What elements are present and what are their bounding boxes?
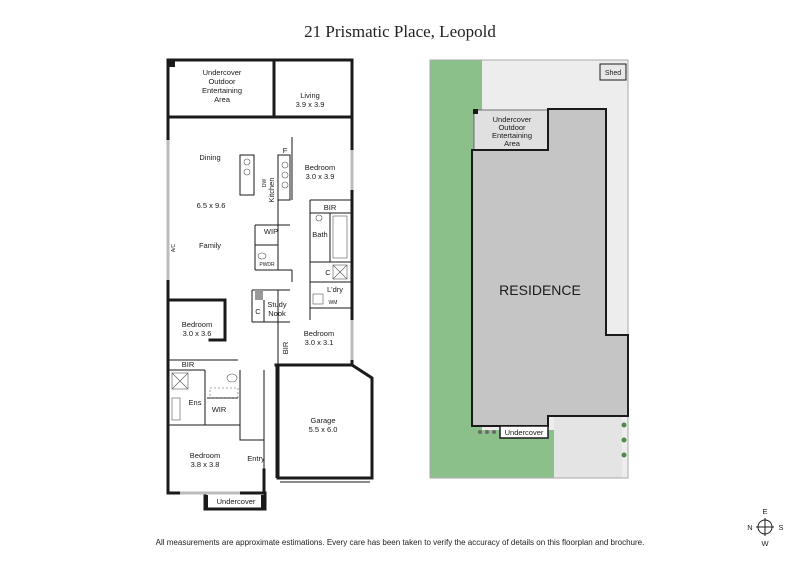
dw-label: DW [262,179,268,188]
outdoor-label-2: Outdoor [208,77,236,86]
undercover-label: Undercover [217,497,256,506]
dining-size: 6.5 x 9.6 [197,201,226,210]
site-outdoor-label-3: Entertaining [492,131,532,140]
bir-ne-label: BIR [324,203,337,212]
bir-mid-label: BIR [281,341,290,354]
page-title: 21 Prismatic Place, Leopold [304,22,496,41]
undercover-porch [499,425,549,439]
lot-boundary [429,59,629,479]
outdoor-label-4: Area [214,95,231,104]
bedroom-mid-label: Bedroom [304,329,334,338]
compass-w: W [761,539,769,548]
driveway [554,416,622,478]
undercover-outdoor-area [473,109,549,151]
disclaimer-text: All measurements are approximate estimat… [155,538,645,547]
bedroom-master-label: Bedroom [190,451,220,460]
garage-size: 5.5 x 6.0 [309,425,338,434]
kitchen-label: Kitchen [267,177,276,202]
site-undercover-label: Undercover [505,428,544,437]
shed-label: Shed [605,70,621,77]
ensuite-label: Ens [189,398,202,407]
laundry-label: L'dry [327,285,343,294]
compass-n: N [747,523,752,532]
wip-label: WIP [264,227,278,236]
bedroom-w-label: Bedroom [182,320,212,329]
bedroom-mid-size: 3.0 x 3.1 [305,338,334,347]
bedroom-master-size: 3.8 x 3.8 [191,460,220,469]
wir-label: WIR [212,405,227,414]
bath-label: Bath [312,230,327,239]
living-size: 3.9 x 3.9 [296,100,325,109]
site-plan: Shed Undercover Outdoor Entertaining Are… [429,59,629,479]
site-outdoor-label-4: Area [504,139,521,148]
site-outdoor-label-2: Outdoor [498,123,526,132]
compass-s: S [778,523,783,532]
bedroom-w-size: 3.0 x 3.6 [183,329,212,338]
garage-label: Garage [310,416,335,425]
wm-label: WM [329,300,338,306]
compass-e: E [762,507,767,516]
residence-footprint [471,108,629,427]
floor-plan: Undercover Outdoor Entertaining Area Liv… [166,58,374,511]
entry-label: Entry [247,454,265,463]
family-label: Family [199,241,221,250]
ac-label: A/C [171,243,177,252]
dining-label: Dining [199,153,220,162]
outdoor-label-3: Entertaining [202,86,242,95]
shed [599,63,627,81]
site-outdoor-label-1: Undercover [493,115,532,124]
compass-icon: E N S W [747,507,783,548]
bedroom-ne-size: 3.0 x 3.9 [306,172,335,181]
residence-label: RESIDENCE [499,282,581,298]
pwdr-label: PWDR [259,262,275,268]
study-label-2: Nook [268,309,286,318]
living-label: Living [300,91,320,100]
bir-w-label: BIR [182,360,195,369]
bedroom-ne-label: Bedroom [305,163,335,172]
study-c-label: C [255,307,261,316]
study-label-1: Study [267,300,286,309]
outdoor-label-1: Undercover [203,68,242,77]
linen-label: C [325,268,331,277]
fridge-label: F [283,146,288,155]
